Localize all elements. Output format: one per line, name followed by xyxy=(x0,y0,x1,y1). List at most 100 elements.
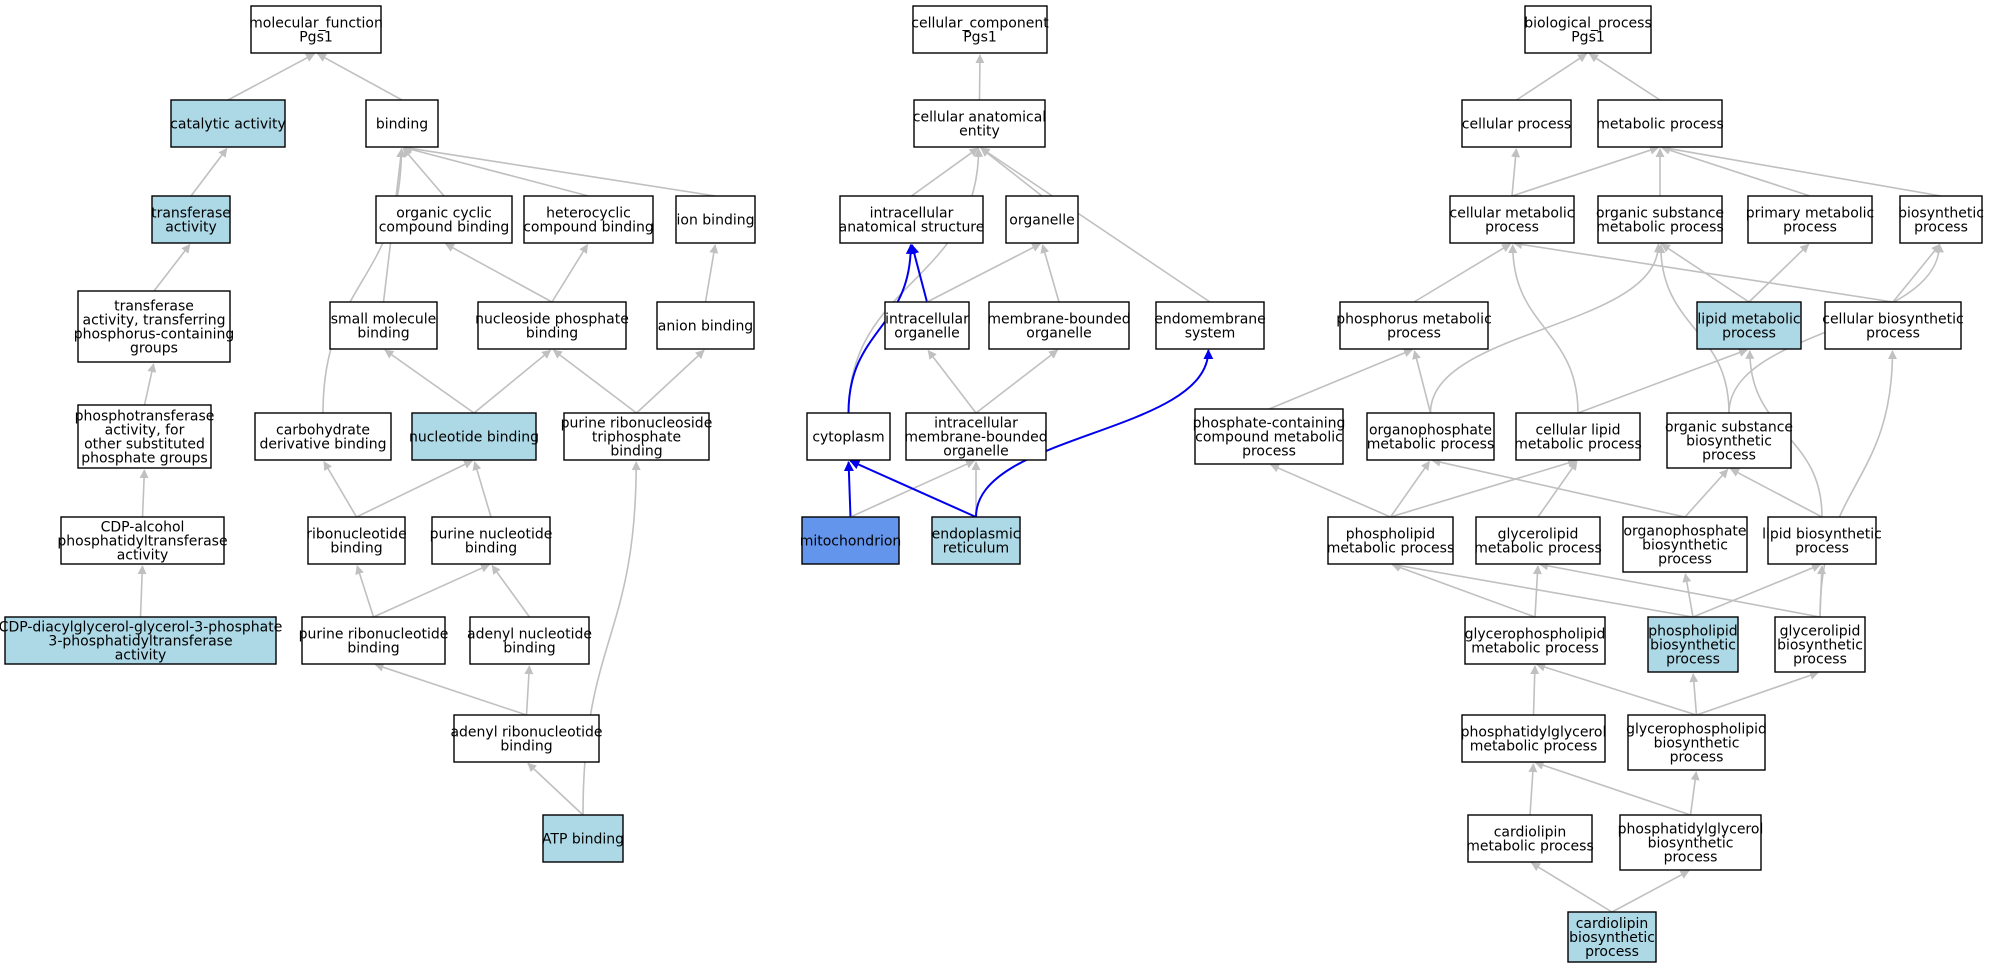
node-cellular-process[interactable]: cellular process xyxy=(1461,99,1572,148)
node-label-line: purine nucleotide xyxy=(430,527,553,543)
node-label-line: cardiolipin xyxy=(1576,916,1649,932)
node-label-line: phosphatidyltransferase xyxy=(57,534,227,550)
node-label-line: glycerolipid xyxy=(1498,527,1579,543)
node-box xyxy=(1597,195,1723,244)
node-label-line: process xyxy=(1783,220,1837,236)
node-organelle[interactable]: organelle xyxy=(1005,195,1079,244)
edge-purine_rnt_triphos-to-anion_binding xyxy=(635,349,705,414)
node-catalytic[interactable]: catalytic activity xyxy=(170,99,286,148)
node-box xyxy=(1597,99,1723,148)
node-box xyxy=(375,195,513,244)
node-label-line: groups xyxy=(130,341,178,357)
edge-gpl_biosynth-to-phospholipid_biosynth xyxy=(1689,673,1699,716)
edge-organophos_biosynth-to-organophos_metab xyxy=(1431,457,1686,518)
edge-cell_lipid_metab-to-cell_metabolic xyxy=(1508,243,1579,414)
node-box xyxy=(254,412,392,461)
node-label-line: Pgs1 xyxy=(963,30,997,46)
node-metabolic-process[interactable]: metabolic process xyxy=(1596,99,1724,148)
node-cdp-dag[interactable]: CDP-diacylglycerol-glycerol-3-phosphate3… xyxy=(0,616,282,665)
node-label-line: binding xyxy=(610,444,662,460)
node-anion-binding[interactable]: anion binding xyxy=(656,301,755,350)
edge-lipid_metab-to-primary_metab xyxy=(1748,243,1810,303)
node-cdp-alcohol[interactable]: CDP-alcoholphosphatidyltransferaseactivi… xyxy=(57,516,228,565)
node-label-line: binding xyxy=(330,541,382,557)
node-label-line: anatomical structure xyxy=(839,220,985,236)
node-label-line: glycerolipid xyxy=(1780,624,1861,640)
node-mitochondrion[interactable]: mitochondrion xyxy=(800,516,902,565)
edge-cardiolipin_biosynth-to-pg_biosynth xyxy=(1611,870,1690,913)
edge-purine_ribonucleotide-to-purine_nucleotide xyxy=(373,564,490,618)
edge-nucleotide_binding-to-small_molecule xyxy=(384,349,475,414)
node-ion-binding[interactable]: ion binding xyxy=(675,195,756,244)
edge-glycerolipid_metab-to-cell_lipid_metab xyxy=(1537,460,1578,518)
node-label-line: cellular process xyxy=(1462,117,1571,133)
node-label-line: membrane-bounded xyxy=(904,430,1047,446)
node-label-line: cellular metabolic xyxy=(1450,206,1575,222)
node-box xyxy=(523,195,654,244)
node-cytoplasm[interactable]: cytoplasm xyxy=(806,412,891,461)
node-label-line: other substituted xyxy=(84,437,205,453)
node-box xyxy=(563,412,710,461)
edge-organophos_metab-to-phosphorus_metab xyxy=(1412,350,1432,414)
node-label-line: derivative binding xyxy=(260,437,387,453)
node-label-line: small molecule xyxy=(331,312,437,328)
node-label-line: biosynthetic xyxy=(1686,434,1772,450)
node-box xyxy=(1475,516,1601,565)
edge-organic_cyclic-to-binding xyxy=(402,147,445,197)
node-atp-binding[interactable]: ATP binding xyxy=(542,814,624,863)
edge-pg_biosynth-to-pg_metab xyxy=(1534,760,1691,816)
node-nucleotide-binding[interactable]: nucleotide binding xyxy=(409,412,539,461)
node-binding[interactable]: binding xyxy=(365,99,439,148)
edge-mitochondrion-to-cytoplasm xyxy=(843,460,854,518)
node-label-line: CDP-diacylglycerol-glycerol-3-phosphate xyxy=(0,620,282,636)
